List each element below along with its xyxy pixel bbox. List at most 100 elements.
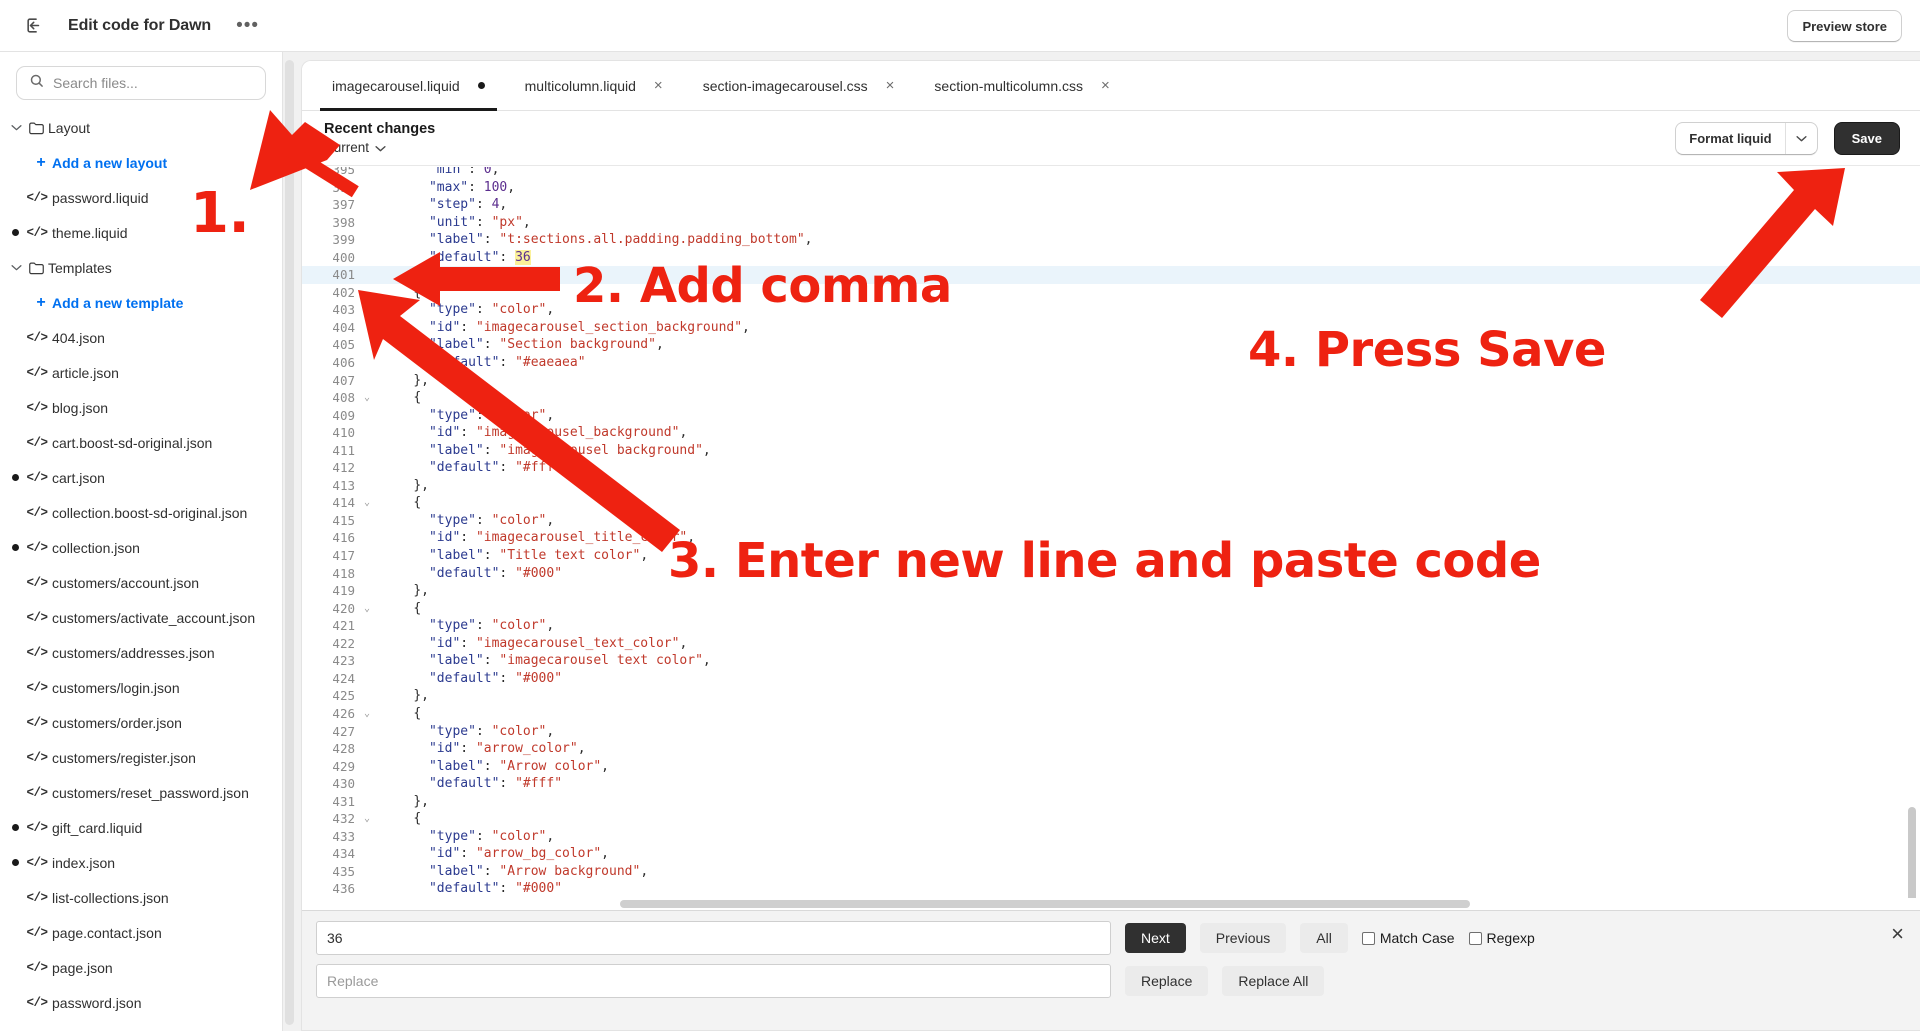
sidebar-file-item[interactable]: </>page.json [0,950,282,985]
code-line[interactable]: 431 }, [302,793,1920,811]
code-line[interactable]: 397 "step": 4, [302,196,1920,214]
code-line[interactable]: 414⌄ { [302,494,1920,512]
find-next-button[interactable]: Next [1125,923,1186,953]
code-line[interactable]: 430 "default": "#fff" [302,775,1920,793]
replace-button[interactable]: Replace [1125,966,1209,996]
find-input[interactable]: 36 [316,921,1111,955]
code-vertical-scrollbar[interactable] [1908,807,1916,910]
tab-close-icon[interactable]: × [653,77,663,94]
code-line[interactable]: 404 "id": "imagecarousel_section_backgro… [302,319,1920,337]
code-line[interactable]: 407 }, [302,372,1920,390]
tab-close-icon[interactable]: × [1101,77,1110,94]
save-button[interactable]: Save [1833,122,1900,155]
code-line[interactable]: 417 "label": "Title text color", [302,547,1920,565]
sidebar-file-item[interactable]: </>customers/addresses.json [0,635,282,670]
code-line[interactable]: 413 }, [302,477,1920,495]
code-line[interactable]: 423 "label": "imagecarousel text color", [302,652,1920,670]
fold-chevron-icon[interactable]: ⌄ [363,602,371,614]
code-line[interactable]: 402⌄ { [302,284,1920,302]
sidebar-file-item[interactable]: </>page.contact.json [0,915,282,950]
find-previous-button[interactable]: Previous [1199,923,1287,953]
code-line[interactable]: 401 }, [302,266,1920,284]
tab-close-icon[interactable]: × [885,77,895,94]
version-select[interactable]: Current [324,140,435,156]
code-line[interactable]: 415 "type": "color", [302,512,1920,530]
preview-store-button[interactable]: Preview store [1787,10,1902,42]
sidebar-file-item[interactable]: </>customers/login.json [0,670,282,705]
sidebar-file-item[interactable]: </>customers/reset_password.json [0,775,282,810]
code-line[interactable]: 396 "max": 100, [302,179,1920,197]
code-horizontal-scrollbar[interactable] [620,900,1470,908]
sidebar-file-item[interactable]: </>index.json [0,845,282,880]
code-line[interactable]: 406 "default": "#eaeaea" [302,354,1920,372]
sidebar-file-item[interactable]: </>customers/account.json [0,565,282,600]
sidebar-file-item[interactable]: </>gift_card.liquid [0,810,282,845]
code-line[interactable]: 420⌄ { [302,600,1920,618]
code-line[interactable]: 405 "label": "Section background", [302,336,1920,354]
format-liquid-button[interactable]: Format liquid [1675,122,1818,155]
code-line[interactable]: 421 "type": "color", [302,617,1920,635]
find-all-button[interactable]: All [1300,923,1348,953]
fold-chevron-icon[interactable]: ⌄ [363,813,371,825]
sidebar-file-item[interactable]: </>cart.json [0,460,282,495]
code-line[interactable]: 403 "type": "color", [302,301,1920,319]
panel-scrollbar[interactable] [285,60,294,1025]
editor-tab[interactable]: section-imagecarousel.css× [683,61,915,110]
match-case-checkbox[interactable]: Match Case [1361,930,1455,946]
code-editor[interactable]: 395 "min": 0,396 "max": 100,397 "step": … [302,167,1920,910]
sidebar-file-item[interactable]: </>password.liquid [0,180,282,215]
sidebar-file-item[interactable]: </>customers/activate_account.json [0,600,282,635]
editor-tab[interactable]: multicolumn.liquid× [505,61,683,110]
code-line[interactable]: 434 "id": "arrow_bg_color", [302,845,1920,863]
code-line[interactable]: 425 }, [302,687,1920,705]
sidebar-file-item[interactable]: </>cart.boost-sd-original.json [0,425,282,460]
sidebar-file-item[interactable]: </>list-collections.json [0,880,282,915]
code-line[interactable]: 412 "default": "#fff" [302,459,1920,477]
fold-chevron-icon[interactable]: ⌄ [363,497,371,509]
close-find-bar-icon[interactable]: × [1891,921,1904,946]
sidebar-file-item[interactable]: </>theme.liquid [0,215,282,250]
sidebar-file-item[interactable]: </>article.json [0,355,282,390]
code-line[interactable]: 395 "min": 0, [302,167,1920,179]
code-line[interactable]: 398 "unit": "px", [302,214,1920,232]
add-new-layout-button[interactable]: +Add a new layout [0,145,282,180]
code-line[interactable]: 433 "type": "color", [302,828,1920,846]
code-line[interactable]: 435 "label": "Arrow background", [302,863,1920,881]
code-line[interactable]: 418 "default": "#000" [302,565,1920,583]
code-line[interactable]: 411 "label": "imagecarousel background", [302,442,1920,460]
format-liquid-caret-icon[interactable] [1784,123,1817,154]
regexp-checkbox[interactable]: Regexp [1468,930,1535,946]
code-line[interactable]: 409 "type": "color", [302,407,1920,425]
more-options-button[interactable]: ••• [236,15,260,36]
code-line[interactable]: 399 "label": "t:sections.all.padding.pad… [302,231,1920,249]
code-line[interactable]: 436 "default": "#000" [302,880,1920,898]
sidebar-file-item[interactable]: </>collection.json [0,530,282,565]
code-line[interactable]: 416 "id": "imagecarousel_title_color", [302,529,1920,547]
fold-chevron-icon[interactable]: ⌄ [363,286,371,298]
sidebar-file-item[interactable]: </>customers/order.json [0,705,282,740]
code-line[interactable]: 410 "id": "imagecarousel_background", [302,424,1920,442]
editor-tab[interactable]: section-multicolumn.css× [914,61,1129,110]
sidebar-file-item[interactable]: </>collection.boost-sd-original.json [0,495,282,530]
code-line[interactable]: 419 }, [302,582,1920,600]
replace-all-button[interactable]: Replace All [1222,966,1325,996]
code-line[interactable]: 427 "type": "color", [302,723,1920,741]
sidebar-folder-layout[interactable]: Layout [0,110,282,145]
replace-input[interactable]: Replace [316,964,1111,998]
sidebar-file-item[interactable]: </>customers/register.json [0,740,282,775]
sidebar-file-item[interactable]: </>404.json [0,320,282,355]
sidebar-folder-templates[interactable]: Templates [0,250,282,285]
code-line[interactable]: 422 "id": "imagecarousel_text_color", [302,635,1920,653]
sidebar-file-item[interactable]: </>blog.json [0,390,282,425]
editor-tab[interactable]: imagecarousel.liquid [312,61,505,111]
code-line[interactable]: 428 "id": "arrow_color", [302,740,1920,758]
code-line[interactable]: 400 "default": 36 [302,249,1920,267]
fold-chevron-icon[interactable]: ⌄ [363,707,371,719]
exit-icon[interactable] [18,10,50,42]
code-line[interactable]: 426⌄ { [302,705,1920,723]
sidebar-file-item[interactable]: </>password.json [0,985,282,1020]
code-line[interactable]: 424 "default": "#000" [302,670,1920,688]
code-line[interactable]: 429 "label": "Arrow color", [302,758,1920,776]
search-input[interactable]: Search files... [16,66,266,100]
code-line[interactable]: 408⌄ { [302,389,1920,407]
